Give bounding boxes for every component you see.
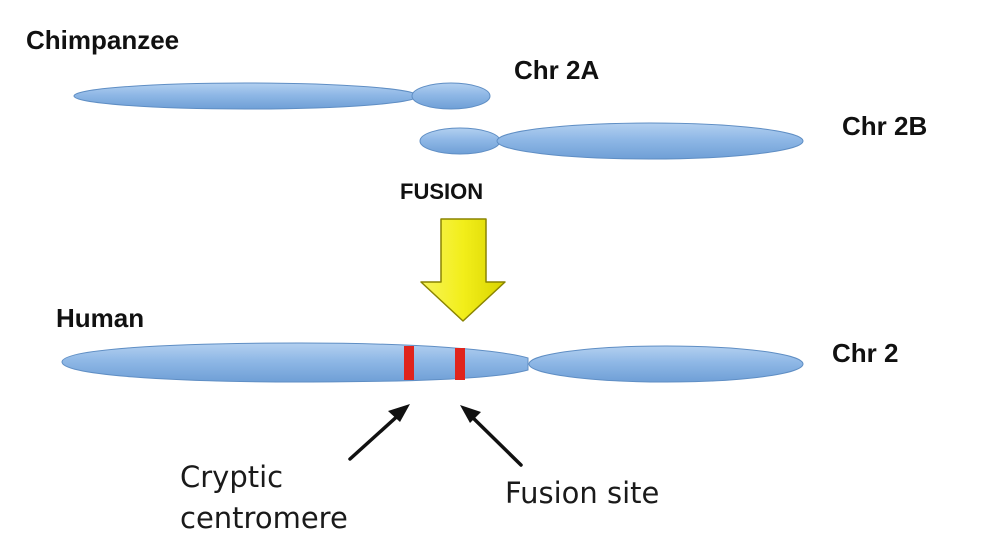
fusion-site-label: Fusion site xyxy=(505,476,659,510)
chr2a-label: Chr 2A xyxy=(514,55,599,85)
chr2-label: Chr 2 xyxy=(832,338,898,368)
chimp-chr2a xyxy=(73,82,491,110)
cryptic-centromere-label-line2: centromere xyxy=(180,501,348,535)
human-label: Human xyxy=(56,303,144,333)
chimp-chr2b xyxy=(419,122,804,160)
chr2b-long-arm xyxy=(496,122,804,160)
chr2b-label: Chr 2B xyxy=(842,111,927,141)
fusion-site-pointer-icon xyxy=(460,405,523,467)
fusion-site-marker xyxy=(455,348,465,380)
chimpanzee-label: Chimpanzee xyxy=(26,25,179,55)
fusion-label: FUSION xyxy=(400,179,483,204)
cryptic-centromere-pointer-icon xyxy=(348,404,410,461)
fusion-arrow-icon xyxy=(420,218,506,322)
cryptic-centromere-marker xyxy=(404,346,414,380)
human-chr2 xyxy=(61,342,804,383)
chr2a-short-arm xyxy=(411,82,491,110)
chr2a-long-arm xyxy=(73,82,419,110)
cryptic-centromere-label-line1: Cryptic xyxy=(180,460,283,494)
human-chr2-right-arm xyxy=(528,345,804,383)
chr2b-short-arm xyxy=(419,127,501,155)
